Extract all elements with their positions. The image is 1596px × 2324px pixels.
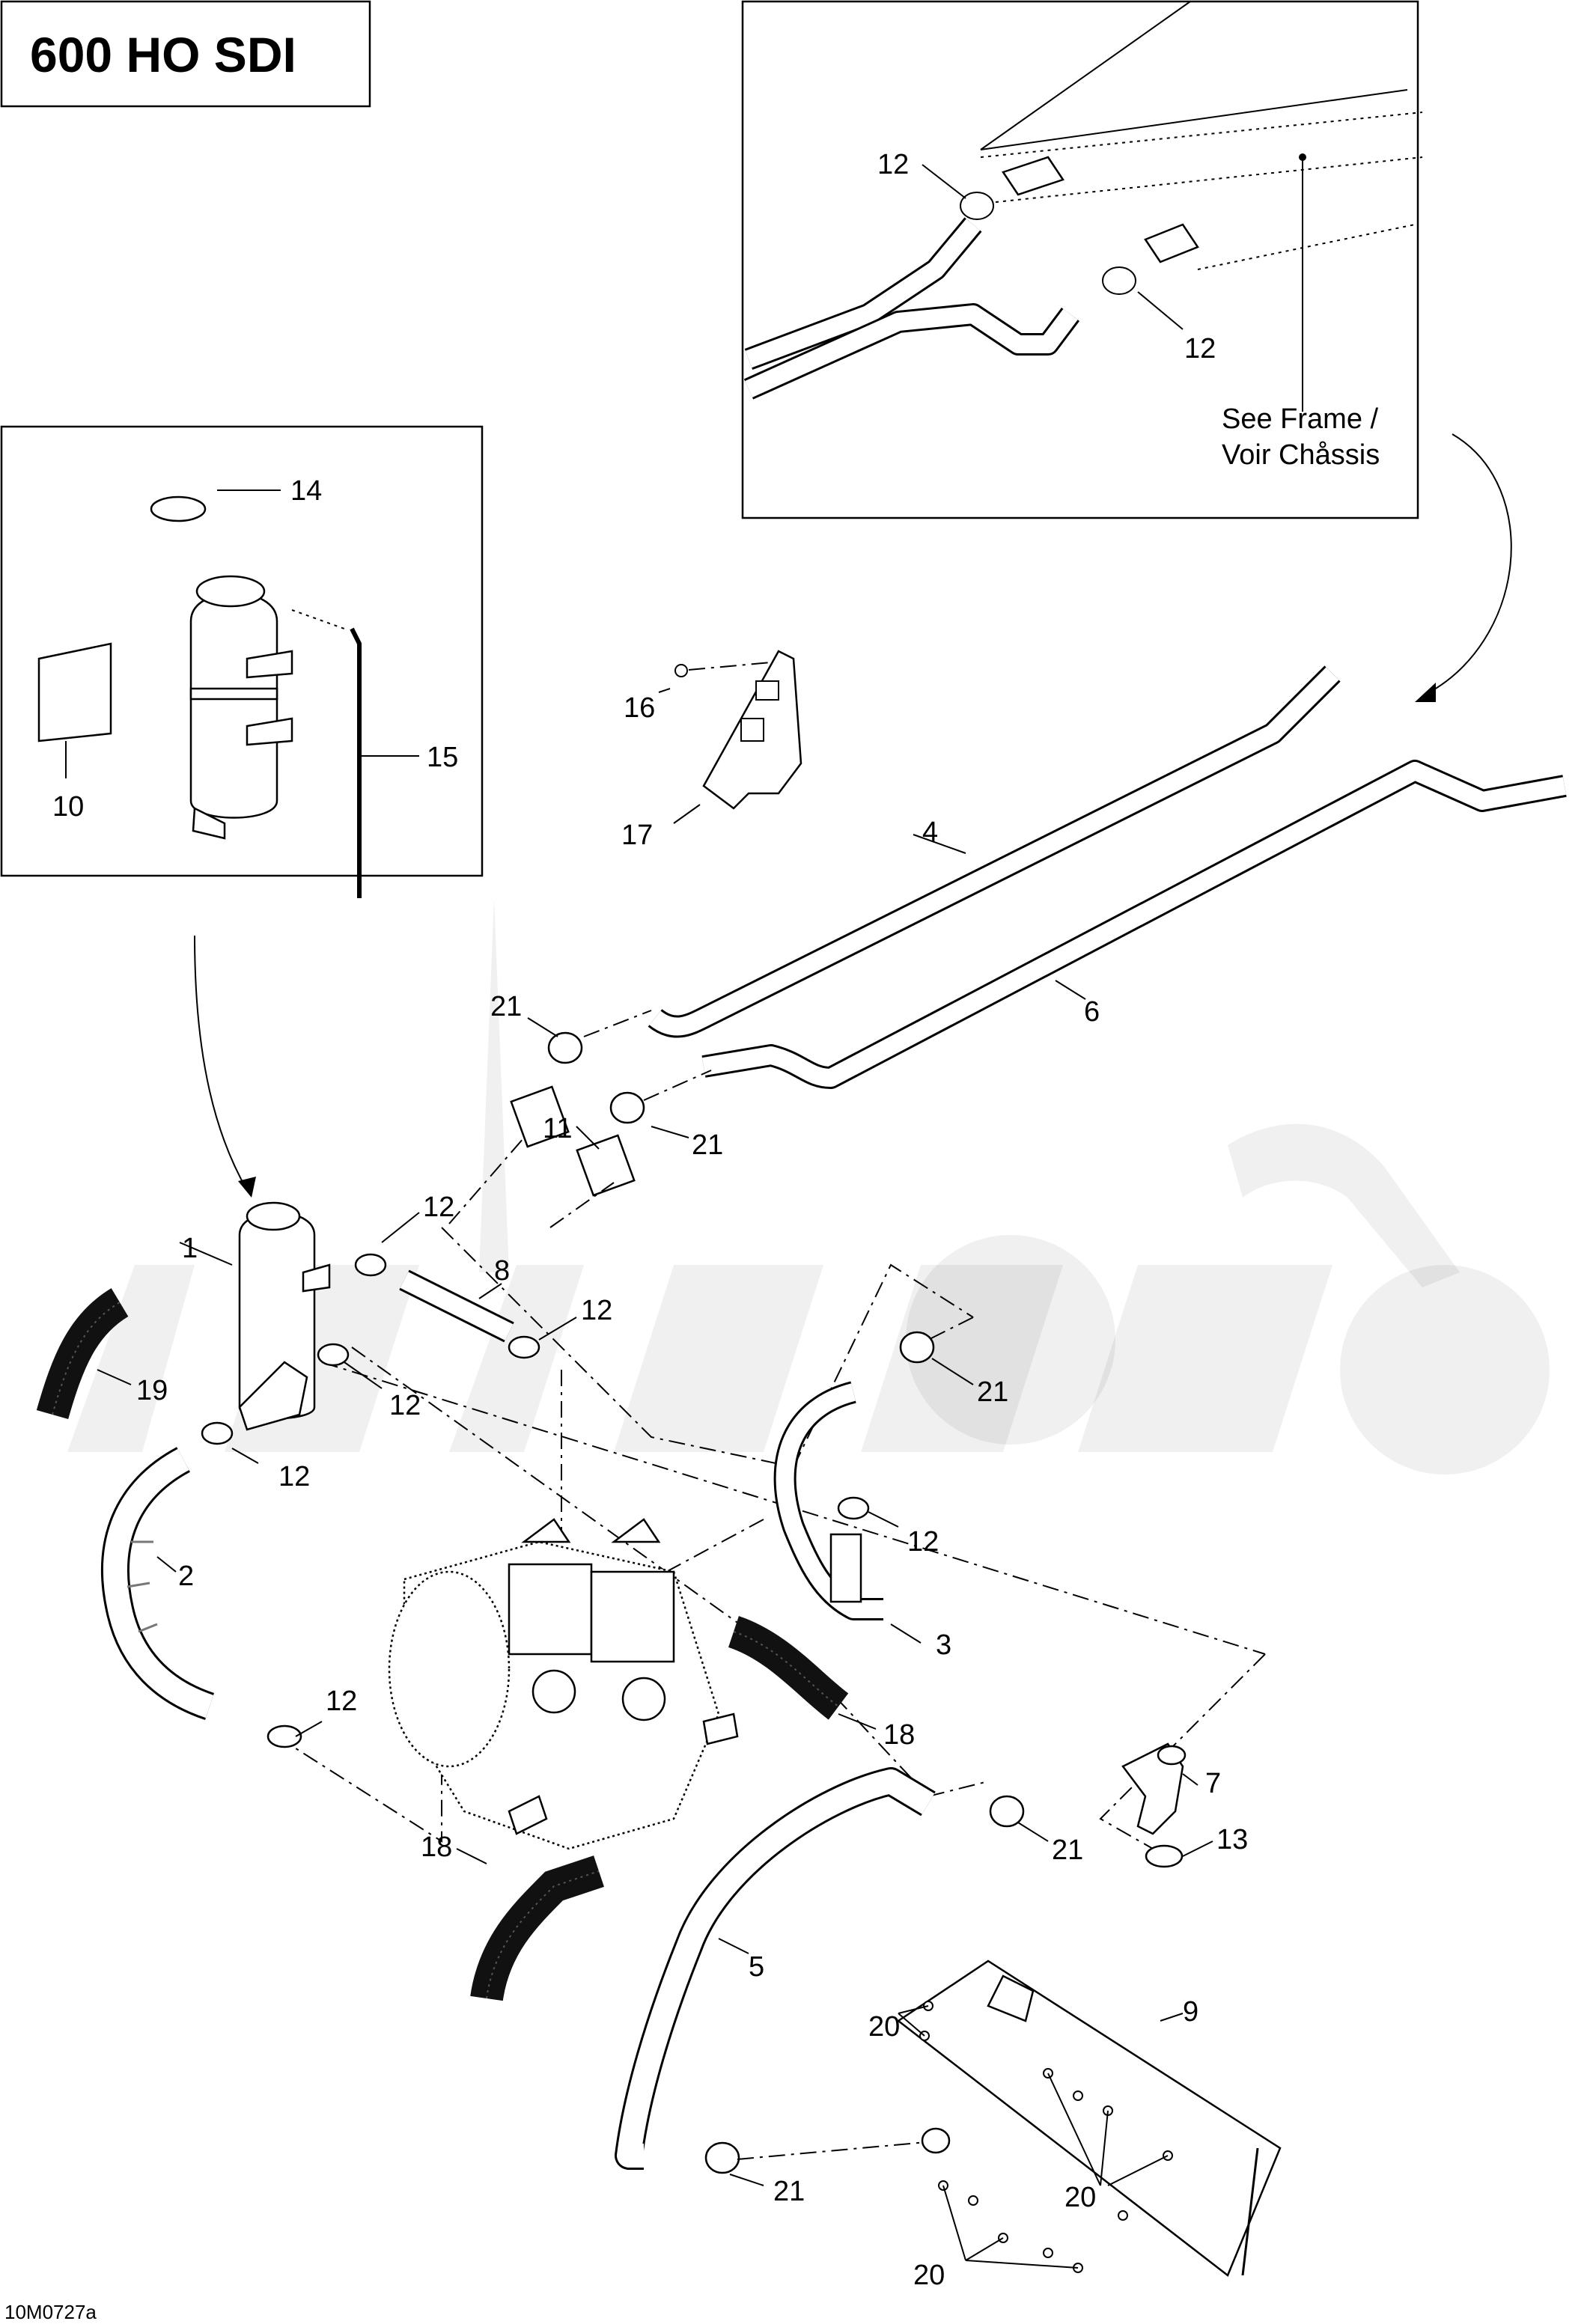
arrow-head bbox=[238, 1177, 256, 1198]
hose-8: 8 bbox=[399, 1255, 514, 1343]
callout-1: 1 bbox=[182, 1233, 198, 1264]
protector-18-lower: 18 bbox=[421, 1832, 604, 2001]
callout-16: 16 bbox=[624, 692, 655, 724]
callout-8: 8 bbox=[494, 1255, 510, 1287]
callout-21: 21 bbox=[773, 2176, 805, 2207]
ring-21-lower: 21 21 bbox=[704, 1795, 1083, 2207]
callout-10: 10 bbox=[52, 791, 84, 823]
clamps-12: 12 12 12 12 12 12 bbox=[201, 1192, 939, 1748]
callout-4: 4 bbox=[922, 817, 938, 848]
hose-3: 3 bbox=[773, 1381, 951, 1661]
callout-21: 21 bbox=[490, 991, 522, 1022]
callout-12: 12 bbox=[1184, 333, 1216, 365]
frame-note-line1: See Frame / bbox=[1222, 403, 1379, 435]
callout-7: 7 bbox=[1205, 1768, 1221, 1799]
title-block: 600 HO SDI bbox=[0, 0, 371, 108]
callout-12: 12 bbox=[877, 149, 909, 180]
reference-arrow bbox=[1422, 433, 1512, 697]
callout-11: 11 bbox=[543, 1113, 572, 1144]
callout-12: 12 bbox=[581, 1295, 612, 1326]
callout-12: 12 bbox=[423, 1192, 454, 1223]
hose-5: 5 bbox=[615, 1767, 936, 2170]
coolant-tube-4: 4 bbox=[648, 665, 1341, 1038]
protector-18-upper: 18 bbox=[728, 1616, 915, 1751]
inset-frame: 12 12 See Frame / Voir Chåssis bbox=[741, 0, 1423, 519]
callout-12: 12 bbox=[907, 1526, 939, 1558]
callout-9: 9 bbox=[1183, 1996, 1198, 2028]
bracket-17: 16 17 bbox=[621, 650, 802, 851]
callout-19: 19 bbox=[136, 1375, 168, 1406]
coolant-tank-1: 1 bbox=[179, 1201, 331, 1431]
callout-18: 18 bbox=[883, 1719, 915, 1751]
callout-3: 3 bbox=[936, 1629, 951, 1661]
plate-9: 9 20 20 20 bbox=[868, 1959, 1282, 2291]
coolant-tube-6: 6 bbox=[701, 760, 1567, 1089]
ring-21-mid: 21 bbox=[899, 1331, 1008, 1408]
callout-15: 15 bbox=[427, 742, 458, 773]
drawing-code: 10M0727a bbox=[4, 2301, 97, 2323]
callout-6: 6 bbox=[1084, 996, 1100, 1028]
reference-arrow bbox=[194, 935, 248, 1191]
frame-note-line2: Voir Chåssis bbox=[1222, 439, 1380, 471]
title-text: 600 HO SDI bbox=[30, 27, 296, 82]
elbow-7: 7 13 bbox=[1121, 1742, 1248, 1868]
callout-20: 20 bbox=[1064, 2182, 1096, 2213]
callout-17: 17 bbox=[621, 820, 653, 851]
callout-12: 12 bbox=[326, 1686, 357, 1717]
callout-12: 12 bbox=[278, 1461, 310, 1492]
inset-coolant-tank: 14 15 10 bbox=[0, 425, 484, 898]
protector-19: 19 bbox=[36, 1288, 168, 1420]
callout-14: 14 bbox=[290, 475, 322, 507]
engine-block bbox=[388, 1518, 739, 1850]
callout-21: 21 bbox=[692, 1129, 723, 1161]
connector-group-upper: 21 11 21 bbox=[448, 991, 723, 1228]
callout-21: 21 bbox=[1052, 1835, 1083, 1866]
callout-12: 12 bbox=[389, 1390, 421, 1421]
callout-13: 13 bbox=[1216, 1824, 1248, 1855]
callout-18: 18 bbox=[421, 1832, 452, 1863]
arrow-head bbox=[1415, 683, 1436, 702]
hose-2: 2 bbox=[100, 1447, 215, 1721]
callout-5: 5 bbox=[749, 1951, 764, 1983]
callout-20: 20 bbox=[868, 2011, 900, 2043]
callout-20: 20 bbox=[913, 2260, 945, 2291]
screws-20 bbox=[919, 2001, 1173, 2273]
callout-2: 2 bbox=[178, 1561, 194, 1592]
callout-21: 21 bbox=[977, 1376, 1008, 1408]
